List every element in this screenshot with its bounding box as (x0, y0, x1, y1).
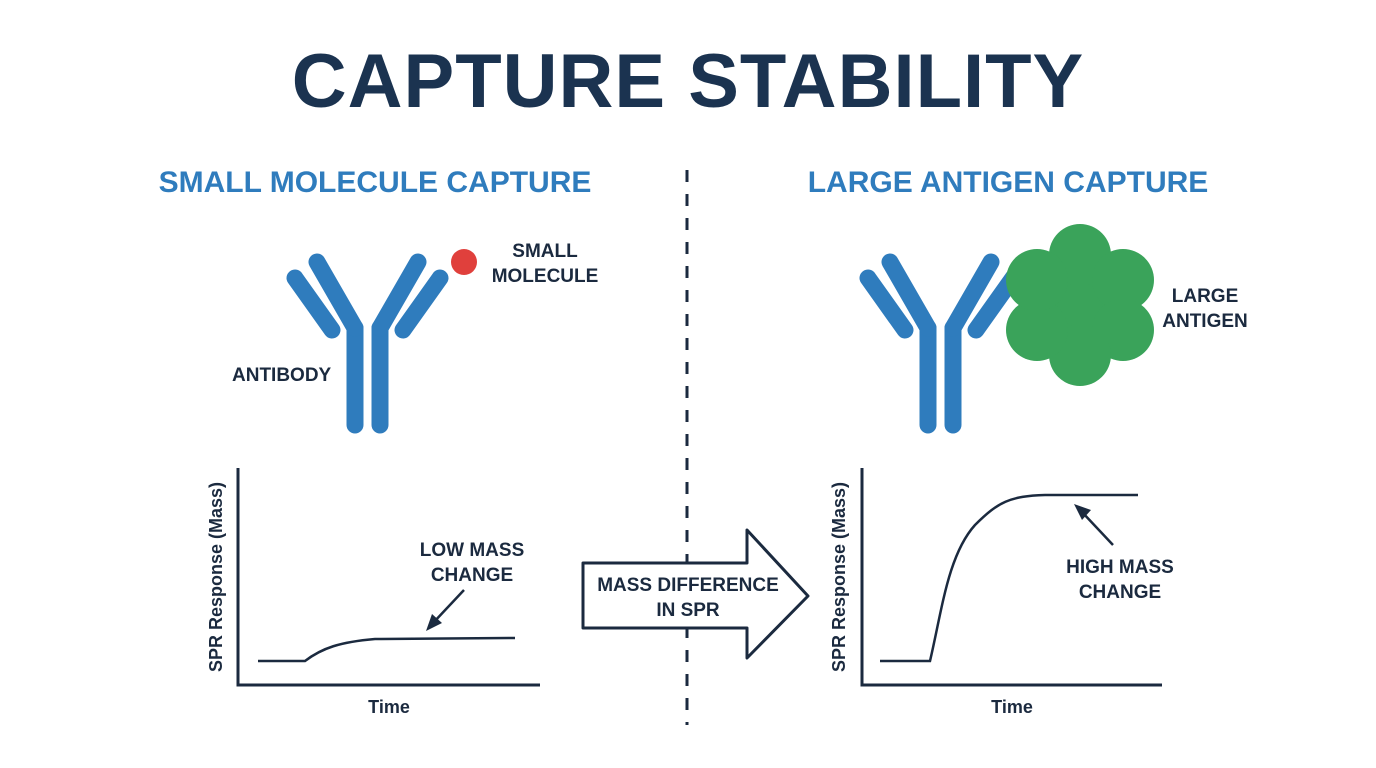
left-y-axis-label: SPR Response (Mass) (206, 482, 226, 672)
antibody-label: ANTIBODY (232, 365, 332, 386)
arrow-right-icon: MASS DIFFERENCE IN SPR (581, 528, 810, 660)
right-y-axis-label: SPR Response (Mass) (829, 482, 849, 672)
right-annotation-arrow (1074, 504, 1114, 546)
large-antigen-icon (1006, 224, 1154, 386)
left-response-curve (258, 636, 516, 663)
left-graph-axes (236, 468, 540, 687)
right-graph-axes (860, 468, 1162, 687)
right-annotation-line1: HIGH MASS (1066, 557, 1174, 578)
left-x-axis-label: Time (368, 697, 410, 717)
left-panel-heading: SMALL MOLECULE CAPTURE (158, 166, 592, 199)
large-antigen-label-line2: ANTIGEN (1162, 311, 1248, 332)
large-antigen-label-line1: LARGE (1172, 286, 1239, 307)
arrow-label-line1: MASS DIFFERENCE (597, 575, 779, 596)
right-annotation-line2: CHANGE (1079, 582, 1161, 603)
left-annotation-line1: LOW MASS (420, 540, 525, 561)
antibody-icon (859, 253, 1022, 434)
page-title: CAPTURE STABILITY (291, 39, 1085, 124)
small-molecule-label-line1: SMALL (512, 241, 578, 262)
antibody-icon (286, 253, 449, 434)
right-spr-graph: SPR Response (Mass) Time HIGH MASS CHANG… (829, 468, 1174, 717)
right-panel-heading: LARGE ANTIGEN CAPTURE (807, 166, 1209, 199)
right-response-curve (880, 493, 1138, 663)
left-annotation-arrow (426, 589, 465, 631)
left-annotation-line2: CHANGE (431, 565, 513, 586)
right-x-axis-label: Time (991, 697, 1033, 717)
small-molecule-icon (451, 249, 477, 275)
small-molecule-label-line2: MOLECULE (492, 266, 599, 287)
arrow-label-line2: IN SPR (656, 600, 720, 621)
left-spr-graph: SPR Response (Mass) Time LOW MASS CHANGE (206, 468, 540, 717)
